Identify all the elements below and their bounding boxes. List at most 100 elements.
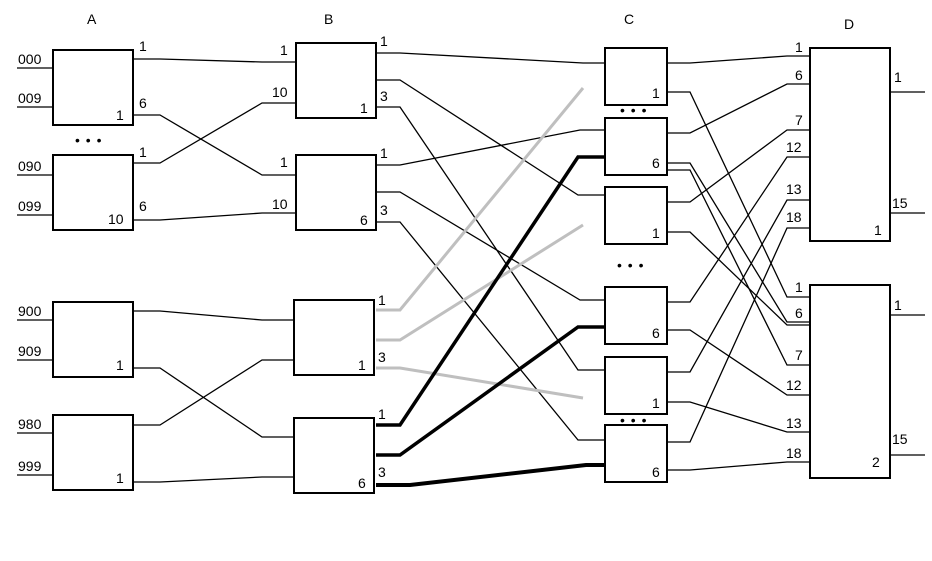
- box-number: 6: [652, 155, 660, 171]
- port-label: 1: [139, 144, 147, 160]
- box-number: 6: [358, 475, 366, 491]
- box-number: 6: [360, 212, 368, 228]
- column-label-a: A: [87, 11, 97, 27]
- column-label-b: B: [324, 11, 333, 27]
- port-label: 12: [786, 377, 802, 393]
- c-box-labels: 1 6 1 6 1 6: [652, 85, 660, 480]
- b-box-labels: 1 6 1 6: [358, 100, 368, 491]
- ellipsis: • • •: [620, 412, 647, 428]
- wire: [667, 231, 810, 326]
- wire: [667, 461, 810, 471]
- wire: [667, 91, 810, 298]
- box-number: 1: [874, 222, 882, 238]
- port-label: 1: [380, 145, 388, 161]
- port-label: 1: [378, 292, 386, 308]
- wire: [667, 169, 810, 366]
- wire: [376, 463, 605, 487]
- box-d1: [809, 47, 891, 242]
- port-label: 1: [280, 154, 288, 170]
- wire: [376, 366, 584, 400]
- a-box-labels: 1 10 1 1: [108, 107, 124, 486]
- input-label: 000: [18, 51, 42, 67]
- wire: [133, 359, 294, 426]
- wires: [17, 52, 925, 487]
- wire: [667, 227, 810, 443]
- wire: [376, 52, 605, 64]
- wire: [376, 129, 605, 166]
- port-label: 7: [795, 347, 803, 363]
- wire: [376, 87, 585, 312]
- box-a4: [52, 414, 134, 491]
- box-d2: [809, 284, 891, 479]
- port-label: 3: [378, 349, 386, 365]
- wire: [133, 114, 296, 176]
- port-label: 1: [380, 33, 388, 49]
- box-b2: [295, 154, 377, 231]
- port-label: 3: [380, 88, 388, 104]
- ellipsis: • • •: [617, 257, 644, 273]
- input-label: 999: [18, 458, 42, 474]
- port-label: 15: [892, 195, 908, 211]
- wire: [376, 223, 584, 342]
- port-label: 10: [272, 84, 288, 100]
- input-label: 980: [18, 416, 42, 432]
- wire: [133, 58, 296, 63]
- wire: [376, 191, 605, 301]
- port-label: 1: [139, 38, 147, 54]
- box-a3: [52, 301, 134, 378]
- input-label: 090: [18, 158, 42, 174]
- input-label: 900: [18, 303, 42, 319]
- port-label: 3: [380, 202, 388, 218]
- wire: [667, 83, 810, 134]
- ellipsis: • • •: [620, 102, 647, 118]
- wire: [667, 162, 810, 323]
- ellipsis: • • •: [75, 132, 102, 148]
- wire: [133, 212, 296, 221]
- b-input-labels: 1 10 1 10: [272, 42, 288, 212]
- port-label: 15: [892, 431, 908, 447]
- box-number: 2: [872, 454, 880, 470]
- box-a1: [52, 49, 134, 126]
- ellipses: • • • • • • • • • • • •: [75, 102, 647, 428]
- wire: [133, 476, 294, 483]
- wire: [133, 102, 296, 164]
- a-input-labels: 000 009 090 099 900 909 980 999: [18, 51, 42, 474]
- box-c1: [604, 47, 668, 106]
- box-c6: [604, 424, 668, 483]
- box-c3: [604, 186, 668, 245]
- box-c5: [604, 356, 668, 415]
- wire: [667, 55, 810, 64]
- port-label: 6: [139, 95, 147, 111]
- input-label: 099: [18, 198, 42, 214]
- box-c2: [604, 117, 668, 176]
- b-output-labels: 1 3 1 3 1 3 1 3: [378, 33, 388, 480]
- d-output-labels: 1 15 1 15: [892, 69, 908, 447]
- port-label: 18: [786, 445, 802, 461]
- box-number: 6: [652, 325, 660, 341]
- wire: [376, 325, 605, 457]
- box-b1: [295, 42, 377, 119]
- port-label: 12: [786, 139, 802, 155]
- box-number: 1: [652, 85, 660, 101]
- box-number: 10: [108, 211, 124, 227]
- port-label: 18: [786, 209, 802, 225]
- wire: [376, 106, 605, 371]
- port-label: 1: [795, 39, 803, 55]
- port-label: 6: [139, 198, 147, 214]
- column-label-c: C: [624, 11, 634, 27]
- wire: [667, 199, 810, 373]
- input-label: 009: [18, 90, 42, 106]
- column-headers: A B C D: [87, 11, 854, 32]
- port-label: 10: [272, 196, 288, 212]
- port-label: 1: [280, 42, 288, 58]
- box-number: 6: [652, 464, 660, 480]
- box-number: 1: [116, 107, 124, 123]
- port-label: 13: [786, 181, 802, 197]
- port-label: 3: [378, 464, 386, 480]
- port-label: 1: [378, 406, 386, 422]
- wire: [376, 155, 605, 427]
- box-number: 1: [358, 357, 366, 373]
- d-input-labels: 1 6 7 12 13 18 1 6 7 12 13 18: [786, 39, 803, 461]
- input-label: 909: [18, 343, 42, 359]
